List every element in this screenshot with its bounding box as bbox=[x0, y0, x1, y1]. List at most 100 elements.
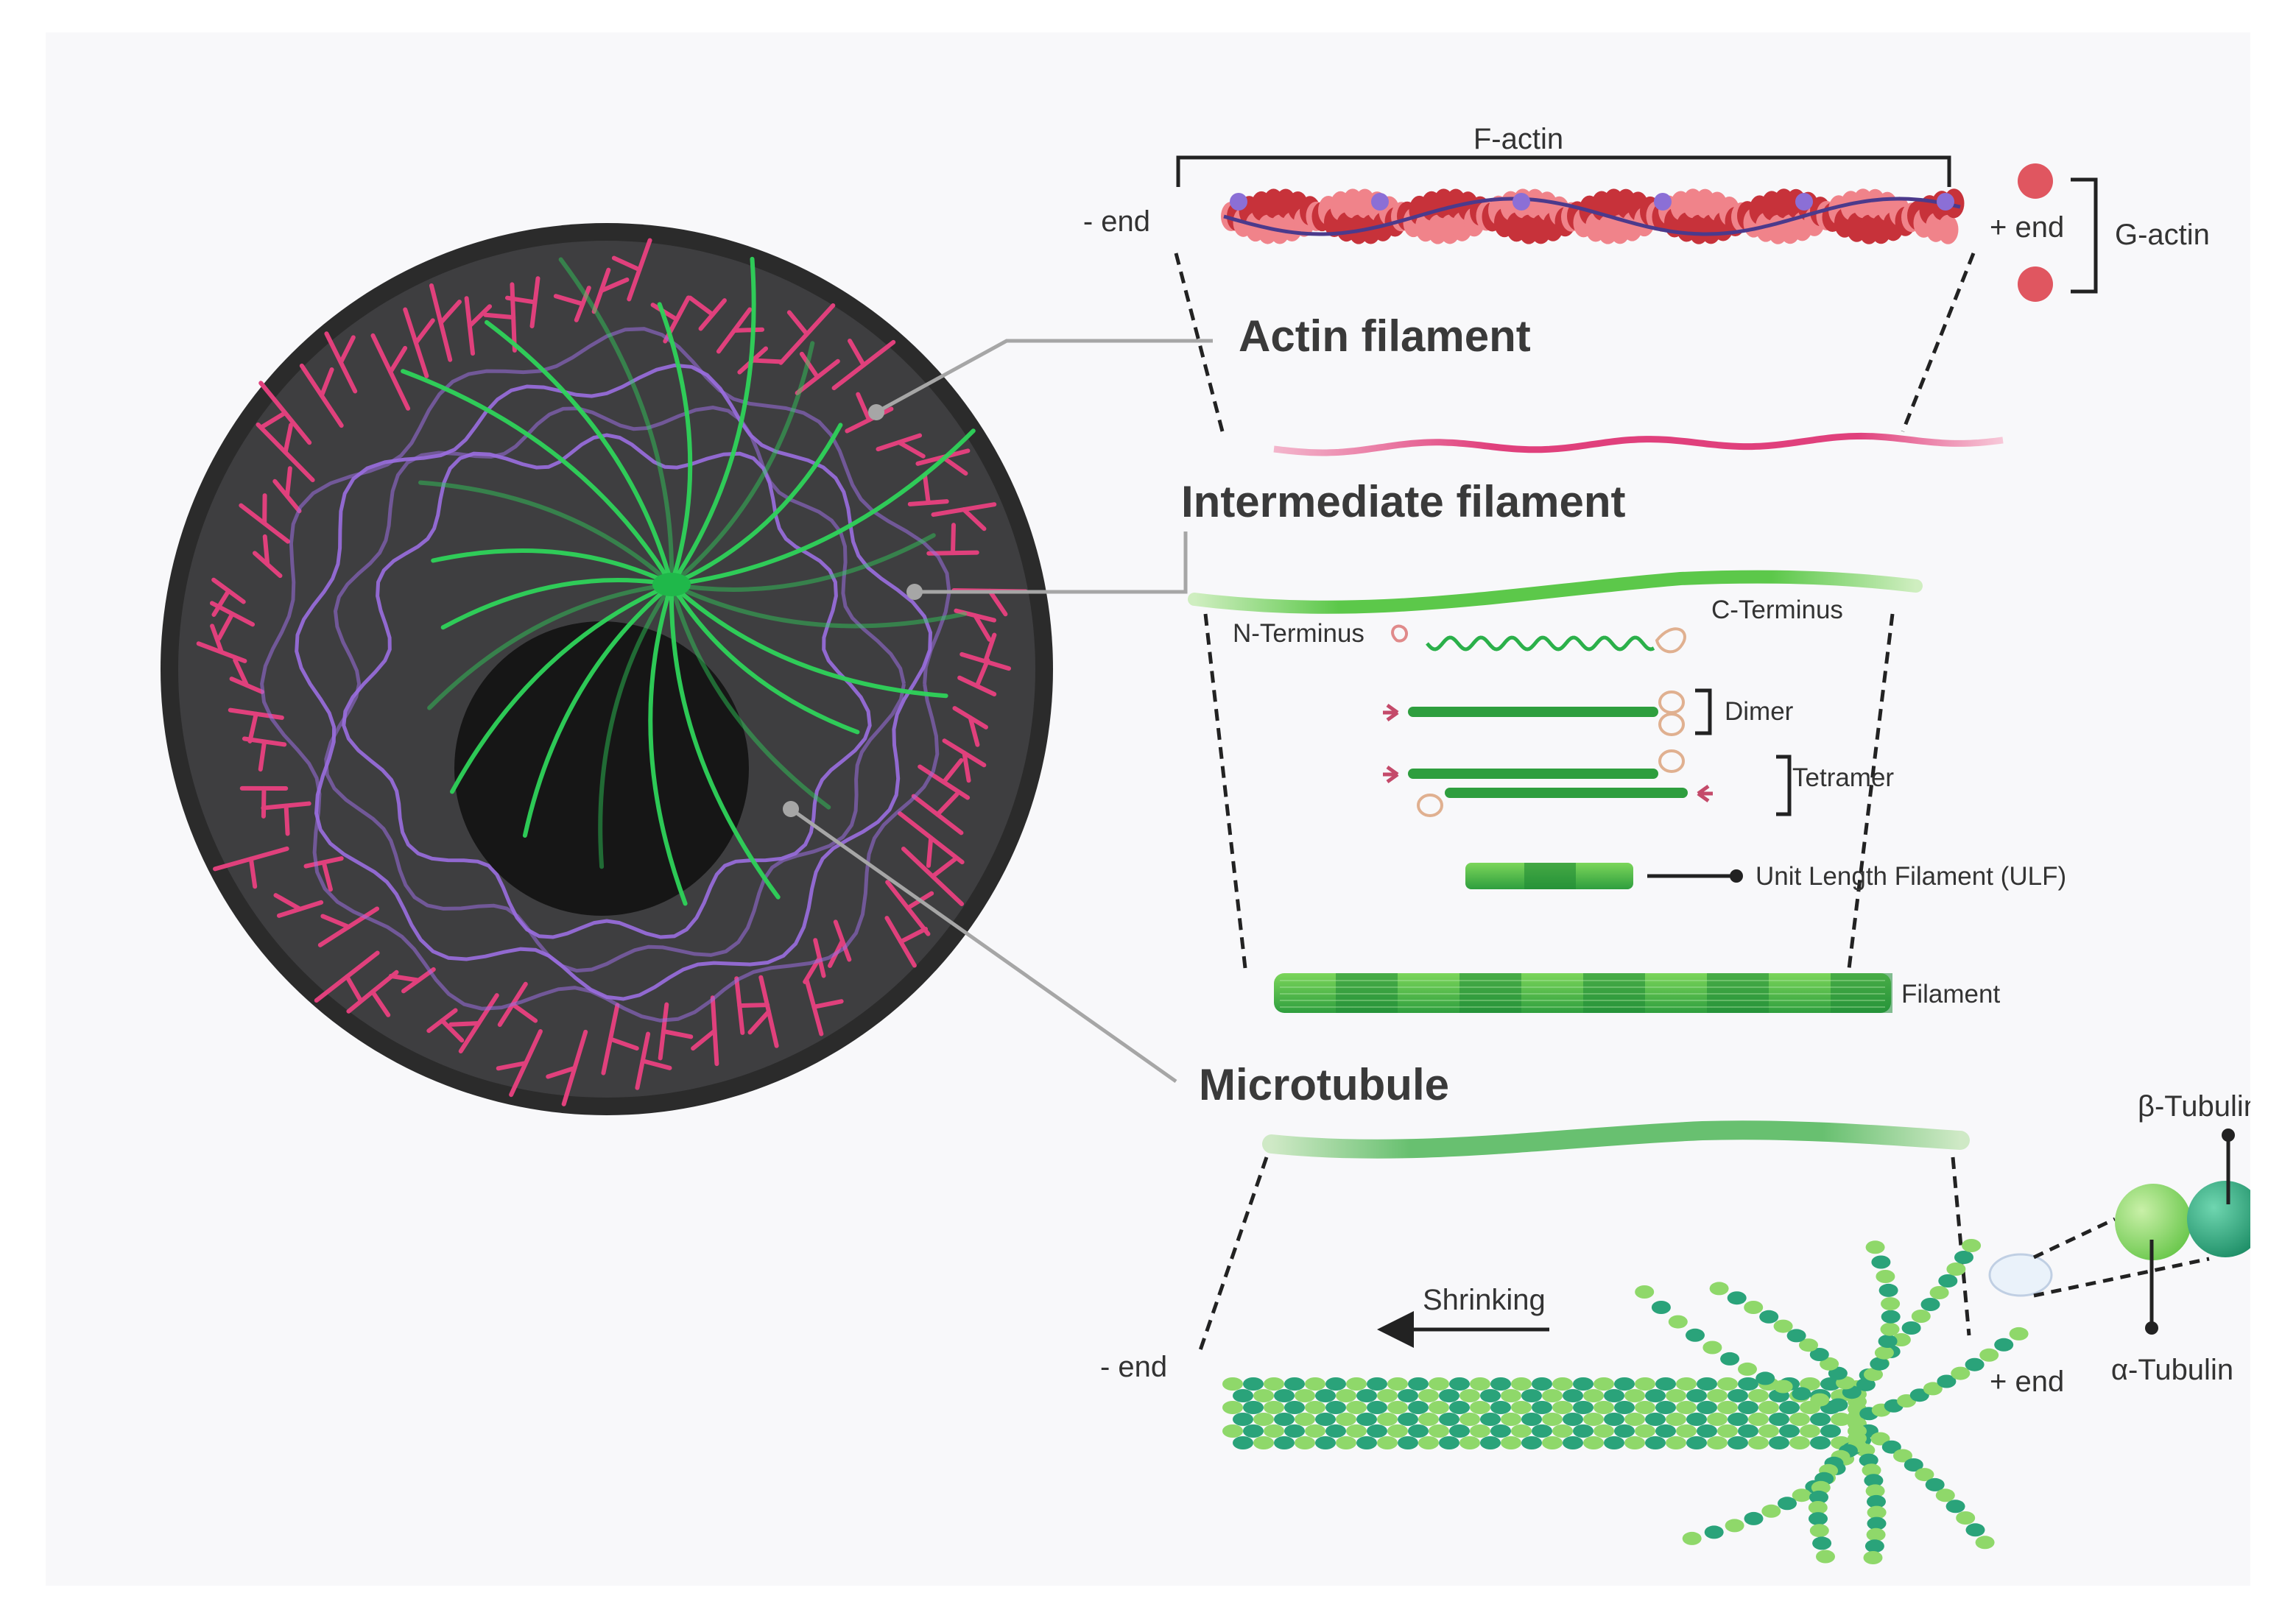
filament-label: Filament bbox=[1901, 980, 2000, 1009]
actin-branch bbox=[968, 715, 980, 747]
protofilament-subunit bbox=[1867, 1494, 1886, 1508]
zoom-dash-right bbox=[1901, 252, 1976, 432]
cell-cross-section bbox=[161, 223, 1053, 1115]
actin-branch bbox=[688, 295, 715, 317]
tubulin-subunit bbox=[1346, 1424, 1367, 1438]
tubulin-subunit bbox=[1717, 1377, 1738, 1391]
microtubule-label: Microtubule bbox=[1199, 1060, 1449, 1109]
protofilament-subunit bbox=[1863, 1551, 1883, 1564]
tubulin-subunit bbox=[1820, 1377, 1841, 1391]
actin-plus-end-label: + end bbox=[1990, 211, 2064, 244]
protofilament-subunit bbox=[1962, 1239, 1982, 1252]
actin-filament-overview bbox=[1273, 432, 2004, 456]
tubulin-subunit bbox=[1346, 1377, 1367, 1391]
microtubule-strand bbox=[440, 578, 674, 630]
tubulin-subunit bbox=[1614, 1401, 1635, 1414]
protofilament-subunit bbox=[1893, 1449, 1912, 1463]
protofilament-subunit bbox=[1945, 1500, 1965, 1514]
zoom-dash-right bbox=[1951, 1156, 1971, 1336]
tubulin-subunit bbox=[1418, 1413, 1439, 1426]
tubulin-subunit bbox=[1563, 1413, 1583, 1426]
troponin-complex bbox=[1937, 193, 1954, 211]
actin-branch bbox=[319, 367, 334, 398]
zoom-dash-right bbox=[1846, 613, 1895, 975]
tubulin-subunit bbox=[1624, 1389, 1645, 1402]
microtubule-strand bbox=[669, 533, 936, 592]
protofilament-subunit bbox=[1946, 1262, 1966, 1276]
dimer-label: Dimer bbox=[1725, 697, 1794, 726]
actin-branch bbox=[496, 1061, 529, 1071]
microtubule-strand bbox=[418, 480, 674, 587]
tubulin-subunit bbox=[1563, 1436, 1583, 1449]
tubulin-subunit bbox=[1325, 1377, 1346, 1391]
actin-branch bbox=[750, 358, 783, 364]
microtubule-network bbox=[401, 256, 976, 906]
dimer-tail bbox=[1658, 713, 1685, 736]
tetramer-head bbox=[1383, 765, 1399, 784]
tubulin-subunit bbox=[1789, 1413, 1810, 1426]
actin-branch bbox=[786, 310, 809, 336]
tubulin-subunit bbox=[1284, 1377, 1305, 1391]
protofilament-subunit bbox=[1979, 1348, 1999, 1362]
protofilament-subunit bbox=[1668, 1315, 1688, 1329]
intermediate-filament-label: Intermediate filament bbox=[1181, 477, 1626, 526]
callout-lines bbox=[783, 339, 1213, 1084]
protofilament-subunit bbox=[1965, 1523, 1985, 1537]
g-actin-monomer bbox=[2018, 163, 2053, 199]
protofilament-subunit bbox=[1929, 1286, 1949, 1299]
tubulin-subunit bbox=[1573, 1401, 1594, 1414]
protofilament-subunit bbox=[1709, 1282, 1729, 1296]
tubulin-subunit bbox=[1295, 1436, 1315, 1449]
microtubule-strand bbox=[669, 428, 976, 587]
protofilament-subunit bbox=[1867, 1505, 1887, 1519]
tubulin-subunit bbox=[1418, 1436, 1439, 1449]
protofilament-subunit bbox=[1938, 1274, 1958, 1288]
intermediate-filament-strand bbox=[295, 363, 933, 1001]
actin-branch bbox=[941, 757, 964, 785]
figure-panel: F-actin - end + end G-actin Actin filame… bbox=[46, 32, 2250, 1586]
tubulin-subunit bbox=[1295, 1389, 1315, 1402]
tubulin-subunit bbox=[1511, 1377, 1532, 1391]
tubulin-subunit bbox=[1635, 1401, 1655, 1414]
protofilament-subunit bbox=[1975, 1536, 1995, 1550]
zoom-dash-left bbox=[1174, 252, 1225, 432]
tubulin-subunit bbox=[1645, 1389, 1666, 1402]
tubulin-subunit bbox=[1295, 1413, 1315, 1426]
tubulin-subunit bbox=[1552, 1424, 1573, 1438]
tubulin-subunit bbox=[1758, 1424, 1779, 1438]
actin-branch bbox=[926, 836, 934, 868]
intermediate-callout-dot bbox=[906, 584, 923, 600]
actin-branch bbox=[338, 335, 356, 365]
filament-band bbox=[1583, 973, 1645, 1013]
actin-branch bbox=[973, 613, 992, 642]
microtubule-strand bbox=[558, 257, 675, 587]
protofilament-subunit bbox=[1956, 1511, 1976, 1525]
alpha-tubulin-pointer-dot bbox=[2145, 1321, 2158, 1335]
tubulin-subunit bbox=[1655, 1424, 1676, 1438]
tubulin-subunit bbox=[1325, 1401, 1346, 1414]
ulf-pointer-dot bbox=[1730, 869, 1743, 883]
ulf-label: Unit Length Filament (ULF) bbox=[1756, 862, 2066, 891]
tubulin-subunit bbox=[1501, 1413, 1521, 1426]
actin-branch bbox=[987, 588, 1008, 617]
tubulin-subunit bbox=[1253, 1436, 1274, 1449]
microtubule-strand bbox=[431, 548, 674, 587]
protofilament-subunit bbox=[1704, 1525, 1724, 1539]
tubulin-subunit bbox=[1604, 1436, 1624, 1449]
actin-branch bbox=[935, 792, 959, 817]
protofilament-subunit bbox=[1901, 1321, 1921, 1335]
tubulin-subunit bbox=[1264, 1424, 1284, 1438]
tubulin-subunit bbox=[1594, 1377, 1614, 1391]
protofilament-subunit bbox=[1720, 1352, 1740, 1366]
if-monomer bbox=[1426, 635, 1655, 651]
tubulin-subunit bbox=[1697, 1401, 1717, 1414]
actin-branch bbox=[983, 632, 997, 664]
actin-branch bbox=[483, 312, 516, 320]
actin-branch bbox=[211, 588, 231, 617]
c-terminus-tail bbox=[1655, 627, 1686, 654]
actin-branch bbox=[248, 856, 258, 889]
tubulin-subunit bbox=[1336, 1436, 1356, 1449]
tubulin-subunit bbox=[1480, 1436, 1501, 1449]
protofilament-subunit bbox=[1867, 1516, 1887, 1530]
tubulin-subunit bbox=[1728, 1436, 1748, 1449]
